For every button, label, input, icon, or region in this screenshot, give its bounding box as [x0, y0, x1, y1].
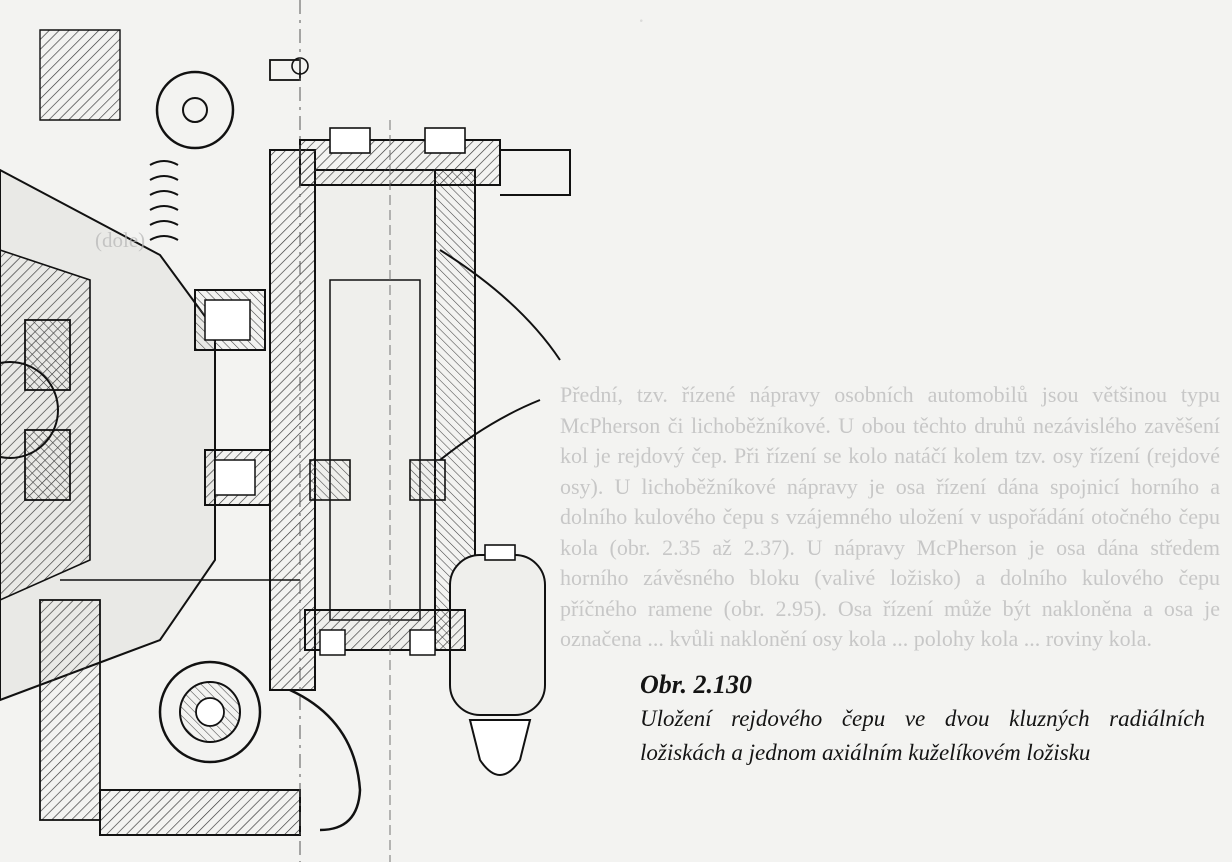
bleed-through-body-text: Přední, tzv. řízené nápravy osobních aut…	[560, 382, 1220, 651]
coil-spring	[149, 160, 179, 241]
bleed-through-label: (dole)	[95, 228, 146, 252]
figure-caption: Obr. 2.130 Uložení rejdového čepu ve dvo…	[640, 668, 1205, 770]
kingpin-bearing-drawing	[0, 0, 571, 862]
figure-caption-text: Uložení rejdového čepu ve dvou kluzných …	[640, 706, 1205, 765]
figure-number: Obr. 2.130	[640, 670, 752, 699]
